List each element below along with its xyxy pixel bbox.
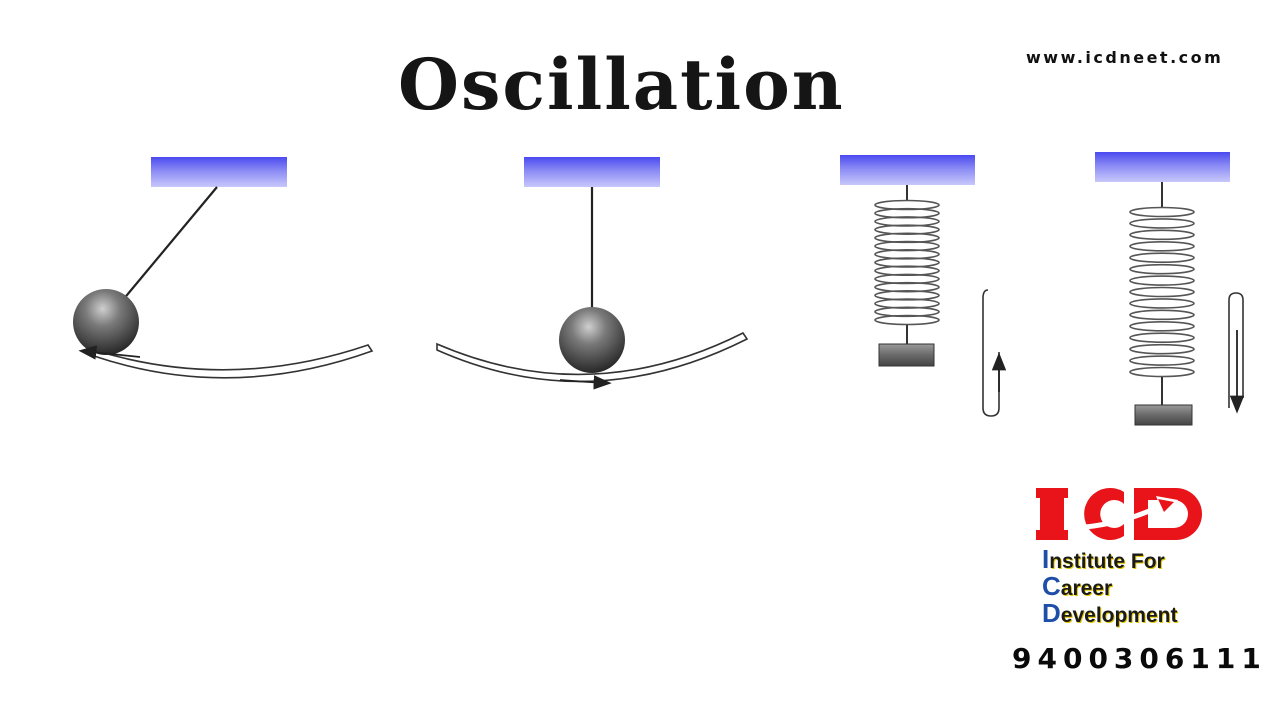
phone-number: 9400306111 <box>1012 642 1267 675</box>
swing-arrow-left <box>78 345 141 360</box>
slide-title: Oscillation <box>398 43 845 126</box>
spring-coil-turn <box>1129 263 1195 275</box>
oscillation-diagram <box>73 152 1245 426</box>
spring-coil <box>1129 206 1195 378</box>
logo-line-career: Career <box>1042 571 1113 601</box>
swing-arc-path <box>436 331 749 383</box>
spring-coil-turn <box>1129 275 1195 286</box>
spring-coil-turn <box>1129 343 1195 355</box>
spring-extended <box>1095 152 1245 426</box>
spring-coil-turn <box>1129 320 1195 332</box>
spring-mass <box>878 343 935 367</box>
website-url: www.icdneet.com <box>1026 48 1224 67</box>
swing-arrow-right <box>559 375 612 390</box>
spring-coil-turn <box>1129 240 1195 252</box>
spring-coil-turn <box>1129 332 1195 344</box>
spring-coil-turn <box>1129 298 1195 309</box>
spring-coil-turn <box>1129 286 1195 298</box>
logo-line-institute: Institute For <box>1042 544 1165 574</box>
spring-coil-turn <box>1129 366 1195 378</box>
spring-coil-turn <box>1129 229 1195 241</box>
support-block <box>1095 152 1230 182</box>
swing-arc-path <box>93 344 374 379</box>
logo-line-development: Development <box>1042 598 1178 628</box>
pendulum-bob <box>73 289 139 355</box>
support-block <box>151 157 287 187</box>
support-block <box>840 155 975 185</box>
spring-coil-turn <box>1129 218 1195 229</box>
spring-coil-turn <box>874 314 940 326</box>
icd-logo <box>1036 488 1202 540</box>
motion-arrow-down <box>1228 292 1244 408</box>
spring-coil-turn <box>1129 309 1195 321</box>
spring-coil <box>874 199 940 326</box>
pendulum-center <box>436 157 749 390</box>
spring-mass <box>1134 404 1193 426</box>
pendulum-displaced <box>73 157 374 379</box>
pendulum-bob <box>559 307 625 373</box>
motion-arrow-up <box>982 289 1000 417</box>
icd-logo-mark <box>1036 488 1202 540</box>
spring-coil-turn <box>1129 206 1195 218</box>
spring-coil-turn <box>1129 355 1195 366</box>
support-block <box>524 157 660 187</box>
pendulum-string <box>111 186 218 314</box>
spring-compressed <box>840 155 1007 417</box>
spring-coil-turn <box>1129 252 1195 264</box>
